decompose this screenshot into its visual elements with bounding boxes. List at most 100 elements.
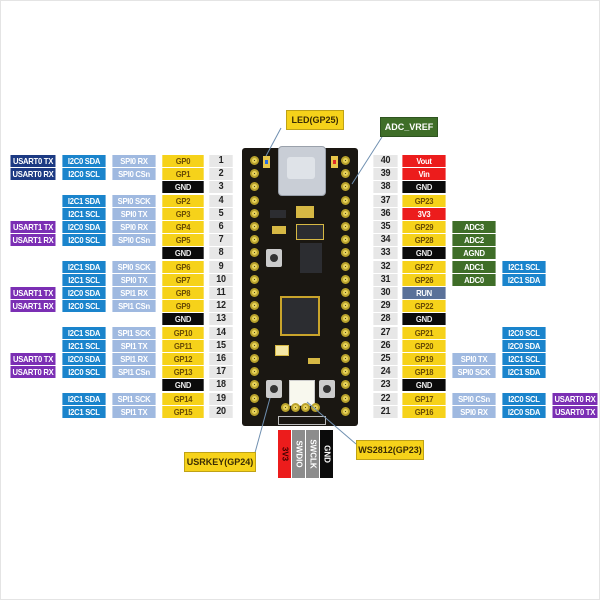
pin-number: 32 <box>373 261 398 273</box>
i2c-label: I2C1 SCL <box>62 274 106 286</box>
spi-label: SPI1 TX <box>112 340 156 352</box>
pin-pad <box>250 380 259 389</box>
pin-name: GND <box>402 313 446 325</box>
pin-pad <box>341 380 350 389</box>
led-gp25-blue-dot <box>265 160 268 164</box>
usrkey-button[interactable] <box>266 380 282 398</box>
pin-number: 12 <box>209 300 233 312</box>
pin-pad <box>250 209 259 218</box>
spi-label: SPI1 CSn <box>112 300 156 312</box>
pin-pad <box>341 288 350 297</box>
pin-number: 20 <box>209 406 233 418</box>
spi-label: SPI0 RX <box>112 221 156 233</box>
debug-pin-label: 3V3 <box>280 446 289 462</box>
spi-label: SPI1 TX <box>112 406 156 418</box>
pin-pad <box>341 156 350 165</box>
pin-number: 26 <box>373 340 398 352</box>
pin-number: 31 <box>373 274 398 286</box>
usart-label: USART0 TX <box>10 353 56 365</box>
spi-label: SPI1 CSn <box>112 366 156 378</box>
i2c-label: I2C0 SCL <box>502 327 546 339</box>
pin-number: 5 <box>209 208 233 220</box>
pin-number: 16 <box>209 353 233 365</box>
pin-name: GP22 <box>402 300 446 312</box>
pin-pad <box>250 314 259 323</box>
i2c-label: I2C0 SCL <box>62 168 106 180</box>
pin-name: GP26 <box>402 274 446 286</box>
spi-label: SPI0 SCK <box>452 366 496 378</box>
smd-array <box>296 206 314 218</box>
pin-pad <box>341 222 350 231</box>
i2c-label: I2C0 SCL <box>502 393 546 405</box>
boot-button[interactable] <box>266 249 282 267</box>
smd-part <box>272 226 286 234</box>
pin-name: GP4 <box>162 221 204 233</box>
pin-name: GP23 <box>402 195 446 207</box>
leader-led <box>265 127 282 157</box>
leader-ws2812 <box>306 401 357 445</box>
debug-pin-label: SWDIO <box>294 440 303 468</box>
pin-pad <box>250 262 259 271</box>
pin-number: 35 <box>373 221 398 233</box>
debug-pin-swclk: SWCLK <box>306 430 319 478</box>
pin-number: 13 <box>209 313 233 325</box>
ic-small <box>296 224 324 240</box>
debug-pad <box>291 403 300 412</box>
pin-number: 15 <box>209 340 233 352</box>
usart-label: USART1 RX <box>10 234 56 246</box>
pin-pad <box>250 341 259 350</box>
pin-pad <box>341 314 350 323</box>
spi-label: SPI0 CSn <box>452 393 496 405</box>
i2c-label: I2C1 SCL <box>62 406 106 418</box>
pin-number: 23 <box>373 379 398 391</box>
pin-pad <box>341 341 350 350</box>
pin-pad <box>341 196 350 205</box>
pin-pad <box>250 235 259 244</box>
pin-name: Vout <box>402 155 446 167</box>
spi-label: SPI0 SCK <box>112 195 156 207</box>
pin-pad <box>341 235 350 244</box>
pin-name: GND <box>402 379 446 391</box>
regulator-chip <box>270 210 286 218</box>
i2c-label: I2C1 SCL <box>502 261 546 273</box>
spi-label: SPI1 SCK <box>112 393 156 405</box>
pin-name: GND <box>162 247 204 259</box>
pin-number: 8 <box>209 247 233 259</box>
debug-pad <box>281 403 290 412</box>
pin-number: 34 <box>373 234 398 246</box>
pin-name: GP12 <box>162 353 204 365</box>
pin-number: 38 <box>373 181 398 193</box>
pin-pad <box>250 288 259 297</box>
i2c-label: I2C0 SDA <box>502 340 546 352</box>
debug-header-footprint <box>278 416 326 425</box>
rp2040-chip <box>280 296 320 336</box>
pin-name: GP2 <box>162 195 204 207</box>
adc-label: ADC0 <box>452 274 496 286</box>
pin-name: GP9 <box>162 300 204 312</box>
pin-name: GP16 <box>402 406 446 418</box>
pin-number: 7 <box>209 234 233 246</box>
pin-name: Vin <box>402 168 446 180</box>
pin-number: 9 <box>209 261 233 273</box>
pin-number: 2 <box>209 168 233 180</box>
reset-button[interactable] <box>319 380 335 398</box>
pin-name: GND <box>402 181 446 193</box>
pin-number: 11 <box>209 287 233 299</box>
pin-name: GP5 <box>162 234 204 246</box>
i2c-label: I2C1 SDA <box>62 327 106 339</box>
pin-pad <box>341 367 350 376</box>
pin-name: GND <box>402 247 446 259</box>
pin-pad <box>341 407 350 416</box>
pin-name: RUN <box>402 287 446 299</box>
pin-name: GP20 <box>402 340 446 352</box>
debug-pin-label: GND <box>322 445 331 463</box>
usb-c-connector <box>278 146 326 196</box>
callout-ws2812-gp23: WS2812(GP23) <box>356 440 424 460</box>
pin-pad <box>250 169 259 178</box>
debug-pad <box>301 403 310 412</box>
adc-label: ADC2 <box>452 234 496 246</box>
flash-chip <box>300 243 322 273</box>
usb-c-port <box>287 157 315 179</box>
crystal <box>275 345 289 356</box>
